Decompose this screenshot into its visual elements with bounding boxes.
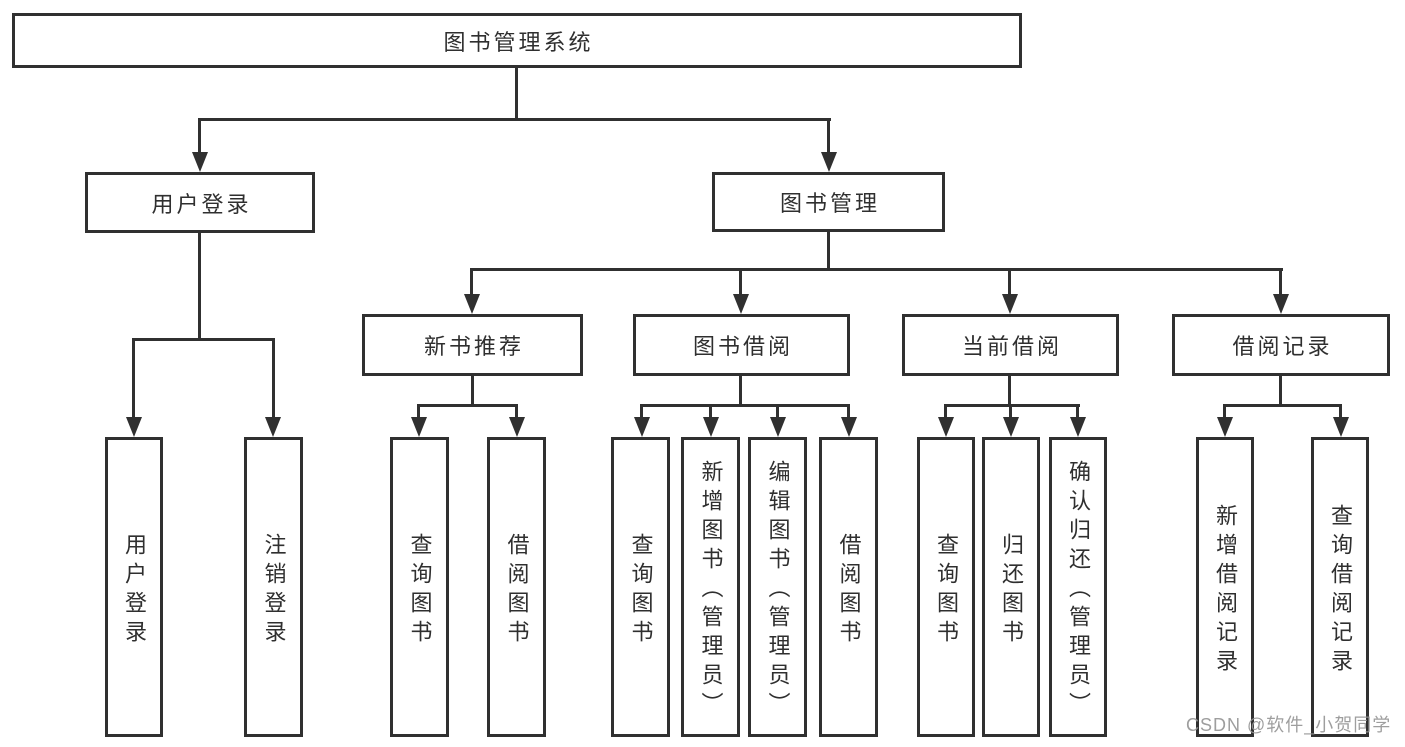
- connector-to-leaf: [776, 404, 779, 419]
- connector-to-node: [739, 268, 742, 296]
- connector-to-leaf: [709, 404, 712, 419]
- connector-vertical: [471, 376, 474, 407]
- connector-user-login-horizontal: [132, 338, 275, 341]
- node-label: 编辑图书（管理员）: [765, 460, 791, 721]
- node-label: 查询借阅记录: [1328, 503, 1353, 678]
- connector-to-node: [1008, 268, 1011, 296]
- connector-to-node: [470, 268, 473, 296]
- leaf-borrow-books-recommend: 借阅图书: [487, 437, 546, 737]
- arrow-down-icon: [821, 152, 837, 172]
- arrow-down-icon: [1002, 294, 1018, 314]
- connector-to-leaf: [847, 404, 850, 419]
- node-label: 查询图书: [407, 532, 433, 649]
- node-label: 新增图书（管理员）: [698, 460, 724, 721]
- leaf-query-books-current: 查询图书: [917, 437, 975, 737]
- node-label: 图书借阅: [692, 334, 793, 359]
- connector-horizontal: [640, 404, 850, 407]
- connector-root-vertical: [515, 68, 518, 121]
- leaf-add-borrow-record: 新增借阅记录: [1196, 437, 1254, 737]
- node-library-management-system: 图书管理系统: [12, 13, 1022, 68]
- connector-horizontal: [418, 404, 518, 407]
- node-label: 用户登录: [122, 532, 147, 649]
- arrow-down-icon: [509, 417, 525, 437]
- arrow-down-icon: [770, 417, 786, 437]
- connector-horizontal: [1223, 404, 1342, 407]
- arrow-down-icon: [1217, 417, 1233, 437]
- leaf-query-books-borrow: 查询图书: [611, 437, 670, 737]
- arrow-down-icon: [265, 417, 281, 437]
- connector-to-leaf: [640, 404, 643, 419]
- arrow-down-icon: [464, 294, 480, 314]
- connector-to-leaf: [1076, 404, 1079, 419]
- arrow-down-icon: [411, 417, 427, 437]
- arrow-down-icon: [733, 294, 749, 314]
- arrow-down-icon: [1003, 417, 1019, 437]
- arrow-down-icon: [1070, 417, 1086, 437]
- connector-to-node: [1279, 268, 1282, 296]
- node-label: 新书推荐: [423, 334, 524, 359]
- leaf-user-login: 用户登录: [105, 437, 163, 737]
- connector-to-leaf: [272, 338, 275, 418]
- leaf-query-borrow-record: 查询借阅记录: [1311, 437, 1369, 737]
- leaf-edit-books-admin: 编辑图书（管理员）: [748, 437, 807, 737]
- node-label: 图书管理: [779, 191, 880, 216]
- arrow-down-icon: [841, 417, 857, 437]
- connector-user-login-vertical: [198, 233, 201, 341]
- leaf-confirm-return-admin: 确认归还（管理员）: [1049, 437, 1107, 737]
- connector-to-book-management: [827, 118, 830, 154]
- connector-to-leaf: [515, 404, 518, 419]
- leaf-borrow-books: 借阅图书: [819, 437, 878, 737]
- node-label: 确认归还（管理员）: [1066, 460, 1091, 721]
- arrow-down-icon: [1333, 417, 1349, 437]
- node-label: 归还图书: [999, 532, 1024, 649]
- node-label: 借阅记录: [1232, 334, 1333, 359]
- leaf-logout-login: 注销登录: [244, 437, 303, 737]
- node-label: 新增借阅记录: [1213, 503, 1238, 678]
- connector-to-leaf: [132, 338, 135, 418]
- arrow-down-icon: [703, 417, 719, 437]
- node-label: 注销登录: [261, 532, 287, 649]
- connector-to-leaf: [1009, 404, 1012, 419]
- node-book-borrow: 图书借阅: [633, 314, 850, 376]
- arrow-down-icon: [192, 152, 208, 172]
- arrow-down-icon: [634, 417, 650, 437]
- node-label: 借阅图书: [836, 532, 862, 649]
- arrow-down-icon: [938, 417, 954, 437]
- leaf-query-books-recommend: 查询图书: [390, 437, 449, 737]
- connector-book-mgmt-horizontal: [470, 268, 1283, 271]
- leaf-add-books-admin: 新增图书（管理员）: [681, 437, 740, 737]
- node-label: 查询图书: [628, 532, 654, 649]
- csdn-watermark: CSDN @软件_小贺同学: [1186, 715, 1392, 735]
- connector-root-horizontal: [198, 118, 831, 121]
- connector-vertical: [1279, 376, 1282, 407]
- node-user-login: 用户登录: [85, 172, 315, 233]
- connector-to-leaf: [417, 404, 420, 419]
- connector-to-leaf: [1339, 404, 1342, 419]
- node-current-borrow: 当前借阅: [902, 314, 1119, 376]
- connector-vertical: [739, 376, 742, 407]
- node-label: 用户登录: [151, 191, 252, 217]
- node-label: 图书管理系统: [443, 29, 594, 55]
- connector-to-leaf: [944, 404, 947, 419]
- arrow-down-icon: [1273, 294, 1289, 314]
- connector-vertical: [1008, 376, 1011, 407]
- arrow-down-icon: [126, 417, 142, 437]
- connector-to-leaf: [1223, 404, 1226, 419]
- node-new-book-recommend: 新书推荐: [362, 314, 583, 376]
- node-book-management: 图书管理: [712, 172, 945, 232]
- leaf-return-books: 归还图书: [982, 437, 1040, 737]
- node-borrow-records: 借阅记录: [1172, 314, 1390, 376]
- node-label: 当前借阅: [961, 334, 1062, 359]
- node-label: 查询图书: [934, 532, 959, 649]
- connector-book-mgmt-vertical: [827, 232, 830, 271]
- node-label: 借阅图书: [504, 532, 530, 649]
- connector-to-user-login: [198, 118, 201, 154]
- connector-horizontal: [944, 404, 1080, 407]
